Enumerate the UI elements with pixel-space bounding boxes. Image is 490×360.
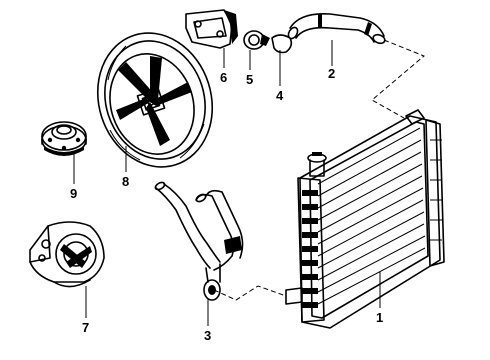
upper-hose-connection-line: [371, 39, 425, 119]
water-pump-pulley-part: [41, 121, 87, 156]
lower-radiator-hose-part: [154, 181, 244, 301]
callout-7: 7: [82, 320, 89, 335]
lower-hose-connection-line: [213, 285, 287, 301]
callout-2: 2: [328, 66, 335, 81]
callout-3: 3: [204, 328, 211, 343]
callout-1: 1: [376, 310, 383, 325]
thermostat-part: [243, 30, 270, 50]
fan-pulley-part: [96, 32, 214, 168]
leader-lines: [73, 40, 381, 326]
radiator-part: [285, 109, 445, 329]
callout-5: 5: [246, 72, 253, 87]
upper-radiator-hose-part: [287, 12, 386, 45]
callout-4: 4: [276, 88, 284, 103]
thermostat-housing-part: [185, 9, 238, 49]
callout-9: 9: [70, 186, 77, 201]
gasket-part: [271, 34, 293, 54]
water-pump-part: [29, 221, 105, 288]
callout-6: 6: [220, 70, 227, 85]
callout-labels: 1 2 3 4 5 6 7 8 9: [70, 66, 383, 343]
callout-8: 8: [122, 174, 129, 189]
